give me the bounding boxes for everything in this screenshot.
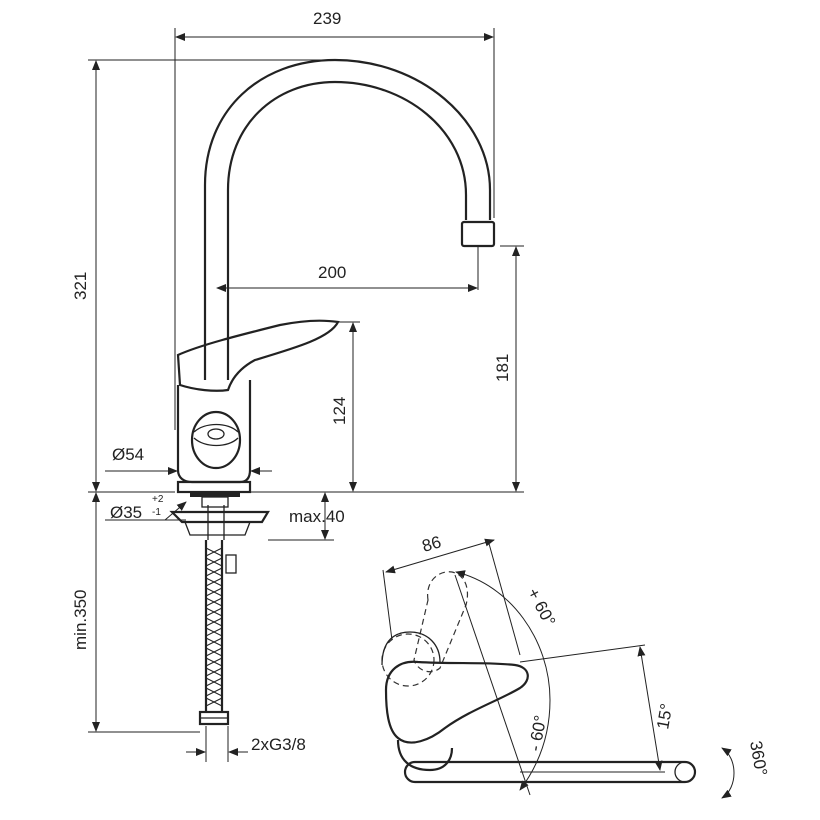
top-view [381,538,735,799]
mounting-assembly [169,492,270,726]
joint-ring [190,410,242,470]
dim-hole-diameter-label: Ø35 [110,503,142,522]
dim-height-label: 321 [71,272,90,300]
dim-hose-length-label: min.350 [71,590,90,650]
dim-swing-up-label: + 60° [523,585,559,630]
lever-top-view [384,660,529,744]
spout-outer [203,58,492,380]
base-flange [176,480,252,494]
dim-hole-tol-minus: -1 [152,507,161,518]
dim-rotation-label: 360° [746,739,771,777]
dim-lever-length-label: 86 [420,532,443,555]
dim-max-thickness-label: max.40 [289,507,345,526]
rotation-arrow [721,747,735,799]
dim-connection-label: 2xG3/8 [251,735,306,754]
dim-tilt-label: 15° [653,702,676,731]
lever-rotated-position [413,571,469,673]
dim-width-label: 239 [313,9,341,28]
dimension-lines [88,28,524,762]
dim-reach-label: 200 [318,263,346,282]
dim-base-diameter-label: Ø54 [112,445,144,464]
aerator [460,220,496,248]
dim-handle-height-label: 124 [330,397,349,425]
dim-spout-height-label: 181 [493,354,512,382]
spout-inner [226,80,468,380]
handle-lever [176,319,340,392]
dim-hole-tol-plus: +2 [152,494,164,505]
dim-swing-down-label: - 60° [525,714,550,753]
